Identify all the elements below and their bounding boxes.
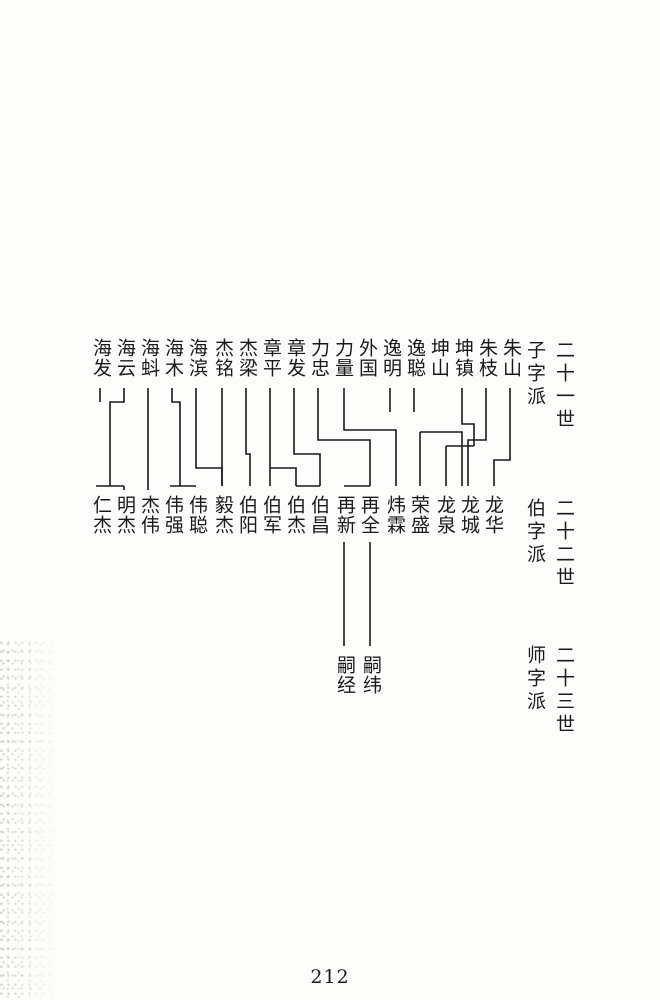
name-23: 嗣纬 <box>360 655 382 695</box>
name-22: 再新 <box>334 495 356 535</box>
name-21: 逸聪 <box>404 338 426 378</box>
name-22: 伯昌 <box>308 495 330 535</box>
generation-label-21: 二十一世 <box>553 340 575 432</box>
name-22: 炜霖 <box>384 495 406 535</box>
connector <box>420 431 463 486</box>
name-21: 朱枝 <box>476 338 498 378</box>
page-number: 212 <box>310 966 350 988</box>
name-22: 伟聪 <box>186 495 208 535</box>
name-21: 章平 <box>260 338 282 378</box>
name-22: 伟强 <box>162 495 184 535</box>
name-21: 海云 <box>114 338 136 378</box>
name-21: 逸明 <box>380 338 402 378</box>
connector <box>317 388 371 486</box>
pai-label-22: 伯字派 <box>524 498 546 567</box>
name-21: 外国 <box>356 338 378 378</box>
name-22: 杰伟 <box>138 495 160 535</box>
connector <box>123 486 149 490</box>
connector <box>245 388 251 486</box>
name-22: 伯杰 <box>284 495 306 535</box>
name-22: 再全 <box>358 495 380 535</box>
name-21: 力忠 <box>308 338 330 378</box>
connector <box>493 388 511 486</box>
name-22: 伯军 <box>260 495 282 535</box>
name-21: 海发 <box>90 338 112 378</box>
name-22: 龙城 <box>458 495 480 535</box>
name-21: 朱山 <box>500 338 522 378</box>
generation-label-23: 二十三世 <box>553 645 575 737</box>
connector <box>269 388 297 486</box>
name-21: 杰铭 <box>212 338 234 378</box>
name-22: 荣盛 <box>408 495 430 535</box>
connector <box>467 388 487 460</box>
name-22: 龙华 <box>482 495 504 535</box>
name-22: 龙泉 <box>434 495 456 535</box>
pai-label-21: 子字派 <box>524 340 546 409</box>
connector <box>171 388 181 486</box>
name-21: 坤山 <box>428 338 450 378</box>
connector <box>343 388 397 486</box>
connector <box>461 388 475 446</box>
name-21: 海蚪 <box>138 338 160 378</box>
name-21: 杰梁 <box>236 338 258 378</box>
name-21: 章发 <box>284 338 306 378</box>
generation-label-22: 二十二世 <box>553 498 575 590</box>
name-21: 力量 <box>332 338 354 378</box>
connector <box>109 388 125 486</box>
name-21: 坤镇 <box>452 338 474 378</box>
connector <box>195 388 223 486</box>
name-21: 海木 <box>162 338 184 378</box>
connector <box>445 445 474 486</box>
name-22: 毅杰 <box>212 495 234 535</box>
name-22: 伯阳 <box>236 495 258 535</box>
name-23: 嗣经 <box>334 655 356 695</box>
name-22: 仁杰 <box>90 495 112 535</box>
name-21: 海滨 <box>186 338 208 378</box>
scan-edge-noise <box>0 640 60 1000</box>
name-22: 明杰 <box>114 495 136 535</box>
pai-label-23: 师字派 <box>524 645 546 714</box>
connector <box>293 388 321 486</box>
